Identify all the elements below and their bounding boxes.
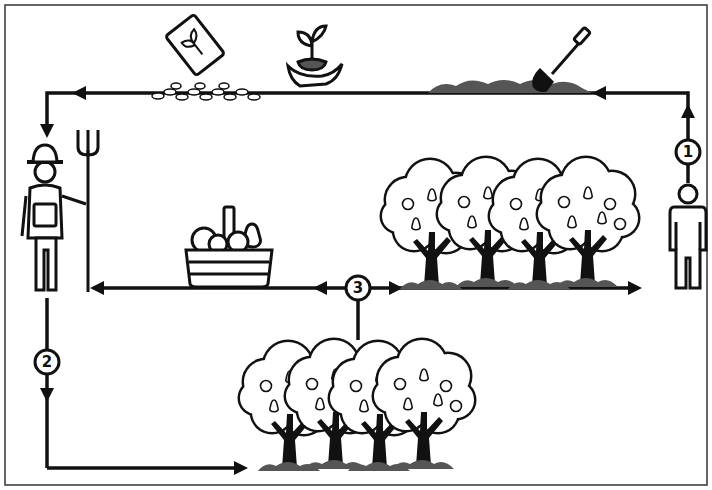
farmer-icon — [22, 130, 98, 292]
seed-packet — [152, 14, 260, 100]
callout-number: 1 — [674, 138, 702, 166]
arrow-heads — [40, 86, 695, 475]
callout-circle: 2 — [33, 348, 61, 376]
callout-circle: 1 — [674, 138, 702, 166]
hand-seedling — [288, 26, 342, 86]
frame-border — [5, 5, 707, 485]
callout-circle: 3 — [344, 274, 372, 302]
soil-shovel — [428, 27, 592, 93]
callout-number: 3 — [344, 274, 372, 302]
person-icon — [670, 185, 706, 288]
orchard-bottom — [238, 338, 477, 472]
orchard-top — [380, 156, 641, 290]
fruit-basket — [186, 207, 272, 287]
callout-number: 2 — [33, 348, 61, 376]
